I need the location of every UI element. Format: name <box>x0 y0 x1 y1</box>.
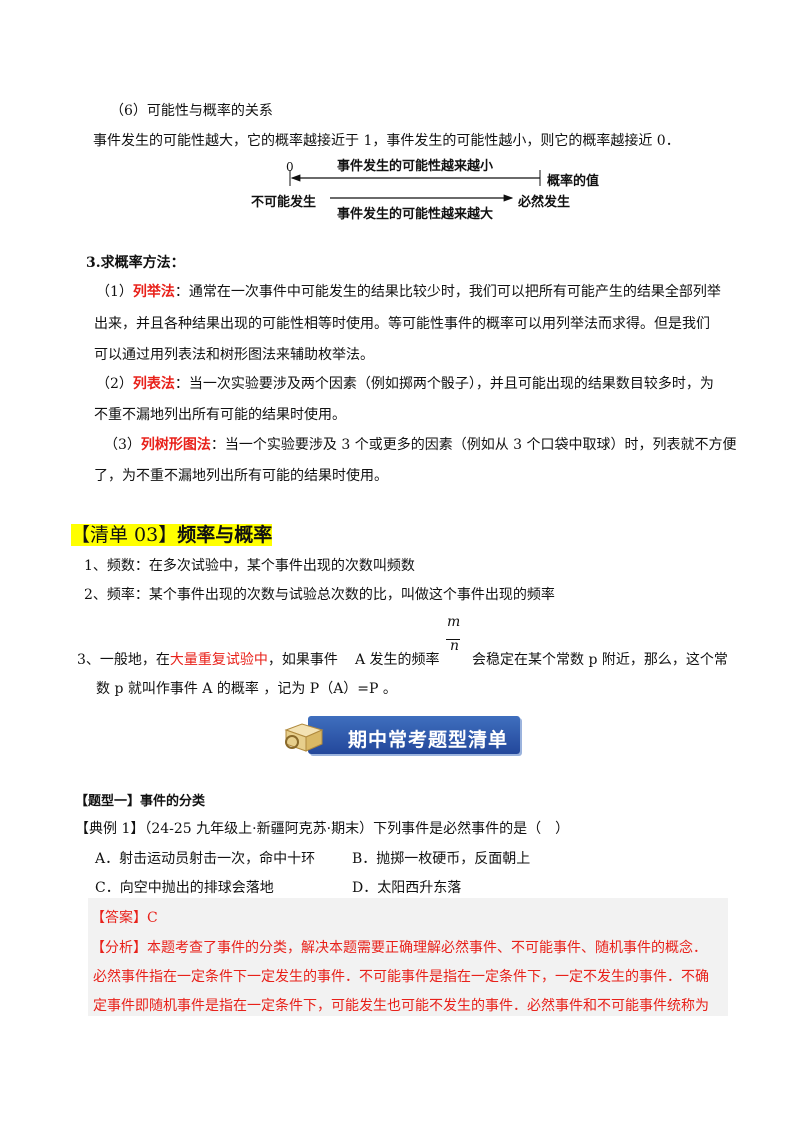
analysis-line3: 定事件即随机事件是指在一定条件下，可能发生也可能不发生的事件．必然事件和不可能事… <box>93 998 709 1014</box>
option-d: D．太阳西升东落 <box>352 880 462 896</box>
list03-item3: 3、一般地，在大量重复试验中，如果事件 <box>77 652 338 668</box>
diagram-top-label: 事件发生的可能性越来越小 <box>337 159 494 174</box>
list03-heading: 【清单 03】频率与概率 <box>71 520 273 547</box>
example1-question: 【典例 1】（24-25 九年级上·新疆阿克苏·期末）下列事件是必然事件的是（ … <box>75 821 570 837</box>
method1-term: 列举法 <box>132 284 175 300</box>
fraction-bar <box>446 639 460 640</box>
method2-line2: 不重不漏地列出所有可能的结果时使用。 <box>94 407 346 423</box>
method1-line2: 出来，并且各种结果出现的可能性相等时使用。等可能性事件的概率可以用列举法而求得。… <box>94 316 710 332</box>
list03-item3-rest: 会稳定在某个常数 p 附近，那么，这个常 <box>472 652 728 668</box>
analysis-line2: 必然事件指在一定条件下一定发生的事件．不可能事件是指在一定条件下，一定不发生的事… <box>93 969 709 985</box>
diagram-left-label: 不可能发生 <box>251 195 317 210</box>
answer-box <box>88 898 728 1016</box>
option-b: B．抛掷一枚硬币，反面朝上 <box>352 851 531 867</box>
method1-line3: 可以通过用列表法和树形图法来辅助枚举法。 <box>94 347 374 363</box>
diagram-zero: 0 <box>286 160 294 174</box>
midterm-banner: 期中常考题型清单 <box>282 712 520 758</box>
fraction-denominator: n <box>450 638 460 654</box>
analysis-line1: 【分析】本题考查了事件的分类，解决本题需要正确理解必然事件、不可能事件、随机事件… <box>91 940 707 956</box>
banner-text: 期中常考题型清单 <box>348 729 509 751</box>
method3-line1: （3）列树形图法：当一个实验要涉及 3 个或更多的因素（例如从 3 个口袋中取球… <box>104 437 737 453</box>
diagram-right-label: 概率的值 <box>547 174 600 189</box>
diagram-arrows <box>289 170 541 202</box>
list03-item3-freq: A 发生的频率 <box>355 652 440 668</box>
list03-item1: 1、频数：在多次试验中，某个事件出现的次数叫频数 <box>84 558 415 574</box>
method1-line1: （1）列举法：通常在一次事件中可能发生的结果比较少时，我们可以把所有可能产生的结… <box>96 284 721 300</box>
list03-item3-line2: 数 p 就叫作事件 A 的概率 ，记为 P（A）=P 。 <box>96 681 397 697</box>
item3-highlight: 大量重复试验中 <box>169 652 268 668</box>
method2-line1: （2）列表法：当一次实验要涉及两个因素（例如掷两个骰子），并且可能出现的结果数目… <box>96 376 714 392</box>
method3-line2: 了，为不重不漏地列出所有可能的结果时使用。 <box>94 468 388 484</box>
section6-heading: （6）可能性与概率的关系 <box>110 103 273 119</box>
book-icon <box>284 723 324 752</box>
method3-term: 列树形图法 <box>140 437 211 453</box>
type1-heading: 【题型一】事件的分类 <box>75 794 206 809</box>
list03-item2: 2、频率：某个事件出现的次数与试验总次数的比，叫做这个事件出现的频率 <box>84 587 555 603</box>
diagram-bottom-label: 事件发生的可能性越来越大 <box>337 207 494 222</box>
option-c: C．向空中抛出的排球会落地 <box>95 880 274 896</box>
diagram-certain-label: 必然发生 <box>518 195 571 210</box>
list03-tag: 【清单 03】 <box>71 524 178 546</box>
method2-term: 列表法 <box>132 376 175 392</box>
banner-background: 期中常考题型清单 <box>308 716 520 754</box>
option-a: A．射击运动员射击一次，命中十环 <box>95 851 316 867</box>
fraction-numerator: m <box>447 614 461 630</box>
answer-text: 【答案】C <box>91 910 158 926</box>
methods-heading: 3.求概率方法： <box>86 255 185 271</box>
section6-text: 事件发生的可能性越大，它的概率越接近于 1，事件发生的可能性越小，则它的概率越接… <box>93 133 680 149</box>
list03-title: 频率与概率 <box>177 524 273 546</box>
